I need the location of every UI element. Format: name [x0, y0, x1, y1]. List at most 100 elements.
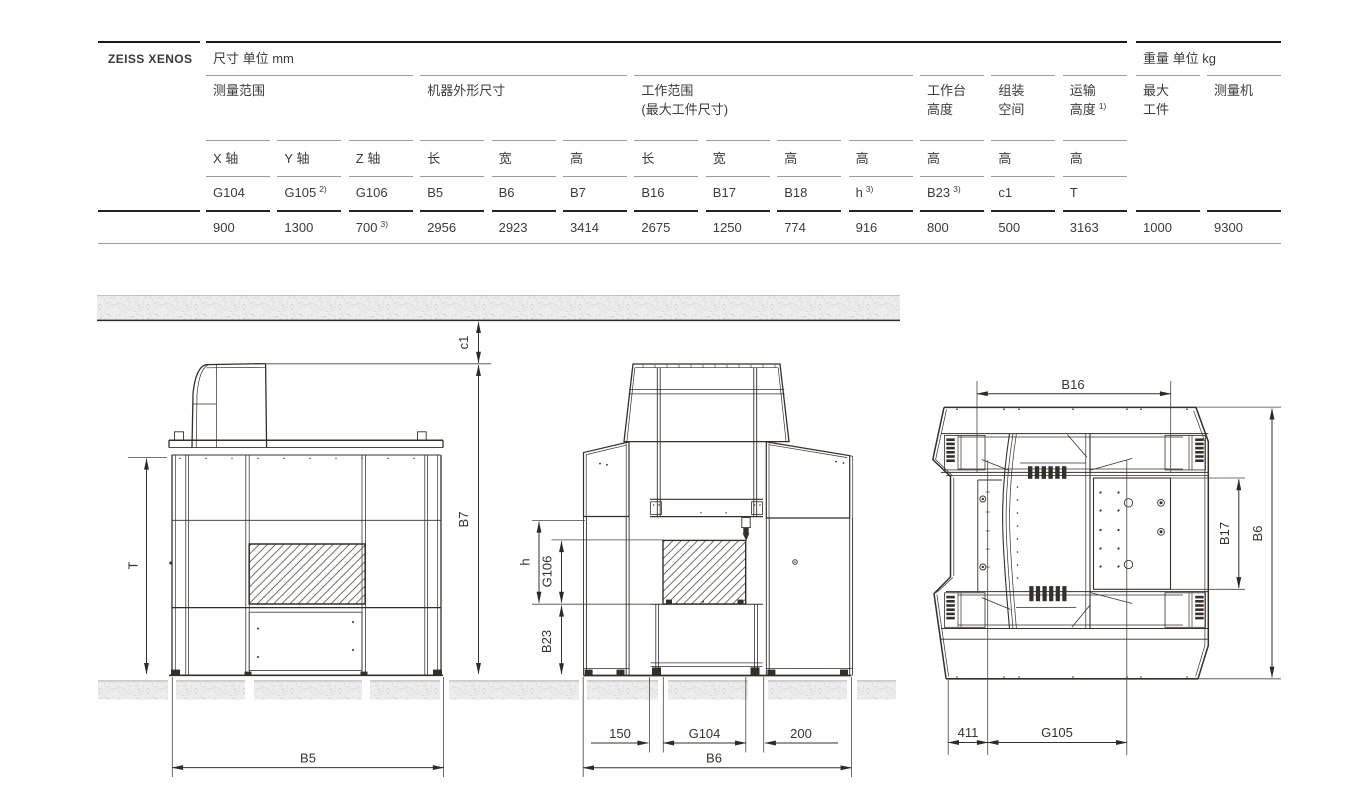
dim-label-c1: c1: [456, 336, 471, 350]
table-rule: [634, 140, 699, 142]
dimension-value: 916: [855, 219, 878, 235]
group-header-assembly-space: 组装空间: [998, 82, 1027, 120]
ceiling-band: [97, 294, 900, 322]
dimension-code: B6: [498, 184, 515, 200]
dim-label-b6-bottom: B6: [706, 751, 722, 766]
group-header-line1: 最大: [1143, 83, 1170, 98]
table-rule: [348, 140, 413, 142]
table-rule: [991, 176, 1056, 178]
table-rule: [777, 176, 842, 178]
dimension-value: 2923: [498, 219, 528, 235]
group-header-line2: 高度: [927, 101, 954, 117]
table-rule: [848, 176, 913, 178]
footnote-ref: 1): [1098, 101, 1107, 111]
table-rule: [420, 140, 485, 142]
table-rule: [705, 210, 770, 212]
footnote-ref: 3): [380, 219, 389, 229]
table-rule: [206, 210, 270, 212]
group-header-line1: 测量范围: [213, 83, 266, 98]
dimension-value: 2675: [641, 219, 671, 235]
table-rule: [1136, 40, 1281, 43]
dimension-code: G104: [213, 184, 245, 200]
floor-band: [98, 680, 896, 700]
axis-header: Z 轴: [355, 150, 381, 166]
dim-label-411: 411: [958, 725, 979, 740]
dimension-value: 2956: [427, 219, 457, 235]
group-header-line2: (最大工件尺寸): [641, 101, 729, 117]
axis-header: 高: [784, 150, 798, 166]
group-header-line2: 空间: [998, 101, 1025, 117]
table-rule: [206, 75, 413, 77]
dim-label-b17: B17: [1217, 522, 1232, 545]
table-rule: [1136, 210, 1200, 212]
dimension-code: B7: [570, 184, 586, 200]
table-rule: [563, 176, 627, 178]
table-rule: [98, 210, 200, 212]
dim-label-g105: G105: [1041, 725, 1073, 740]
gantry-view-drawing: h G106 B23 150 G104 200 B6: [518, 363, 854, 777]
unit-dimensions-label: 尺寸 单位 mm: [213, 51, 294, 66]
table-rule: [1062, 75, 1127, 77]
table-rule: [991, 75, 1056, 77]
dimension-value: 774: [784, 219, 806, 235]
table-rule: [563, 140, 627, 142]
dimension-value: 1250: [712, 219, 742, 235]
table-rule: [777, 140, 842, 142]
table-rule: [277, 176, 342, 178]
group-header-measuring-range: 测量范围: [213, 82, 265, 120]
group-header-line1: 机器外形尺寸: [427, 83, 506, 98]
footnote-ref: 3): [953, 184, 961, 194]
group-header-machine-weight: 测量机: [1214, 82, 1253, 120]
axis-header: X 轴: [213, 150, 239, 166]
dimension-value: 3414: [570, 219, 599, 235]
table-rule: [1136, 75, 1200, 77]
table-rule: [491, 176, 556, 178]
table-rule: [206, 40, 1127, 43]
group-header-line1: 工作范围: [641, 83, 694, 98]
dim-label-b5: B5: [300, 750, 316, 765]
unit-weight-label: 重量 单位 kg: [1143, 51, 1216, 66]
dimension-code: B18: [784, 184, 808, 200]
table-rule: [1207, 75, 1281, 77]
front-window-hatched: [248, 543, 366, 605]
footnote-ref: 2): [319, 184, 327, 194]
dim-label-g106: G106: [540, 556, 555, 588]
group-header-machine-dimensions: 机器外形尺寸: [427, 82, 505, 120]
group-header-table-height: 工作台高度: [927, 82, 966, 120]
table-rule: [206, 176, 270, 178]
table-rule: [98, 243, 1281, 245]
dim-label-b6-right: B6: [1250, 526, 1265, 542]
axis-header: 高: [855, 150, 869, 166]
dimension-code: B17: [712, 184, 736, 200]
table-rule: [705, 176, 770, 178]
dim-label-h: h: [518, 558, 533, 565]
dim-label-200: 200: [790, 726, 812, 741]
table-rule: [634, 176, 699, 178]
group-header-line1: 测量机: [1214, 83, 1254, 98]
dimension-code: B16: [641, 184, 665, 200]
table-rule: [420, 75, 627, 77]
dimension-code: c1: [998, 184, 1013, 200]
dimension-value: 800: [927, 219, 949, 235]
axis-header: 宽: [498, 150, 512, 166]
table-rule: [634, 210, 699, 212]
dim-label-b7: B7: [456, 512, 471, 528]
table-rule: [98, 40, 200, 43]
table-rule: [277, 140, 342, 142]
table-rule: [1062, 140, 1127, 142]
table-rule: [920, 75, 984, 77]
axis-header: Y 轴: [284, 150, 310, 166]
table-rule: [848, 140, 913, 142]
table-rule: [348, 176, 413, 178]
group-header-working-range: 工作范围 (最大工件尺寸): [641, 82, 731, 120]
group-header-line1: 组装: [998, 83, 1025, 98]
table-rule: [206, 140, 270, 142]
table-rule: [1062, 176, 1127, 178]
table-rule: [1207, 210, 1281, 212]
